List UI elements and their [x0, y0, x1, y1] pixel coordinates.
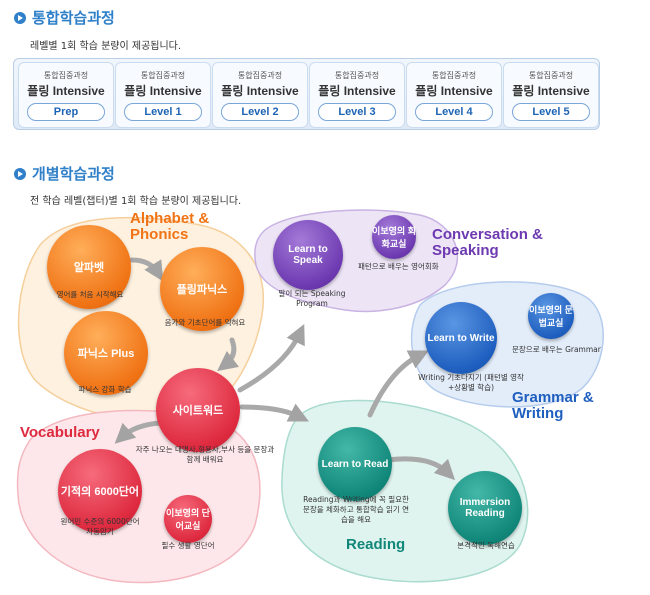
ibocafe-caption: 패턴으로 배우는 영어회화: [358, 262, 439, 271]
arrow-sightword-to-read: [239, 403, 309, 422]
ibocafe-node[interactable]: 이보영의 회화교실: [372, 215, 416, 259]
course-sub: 통합집중과정: [334, 71, 380, 80]
arrow-flingphonics-to-sightword: [217, 337, 240, 372]
course-level-button[interactable]: Level 2: [221, 103, 299, 121]
course-tab-level3[interactable]: 통합집중과정 플링 Intensive Level 3: [309, 62, 405, 128]
alphabet-phonics-label: Alphabet & Phonics: [130, 210, 210, 243]
grammarclass-caption: 문장으로 배우는 Grammar: [512, 345, 601, 354]
flingphonics-caption: 음가와 기초단어를 익혀요: [164, 318, 246, 327]
learning-path-diagram: Alphabet & Phonics Conversation & Speaki…: [0, 205, 650, 595]
learntowrite-caption: Writing 기초다지기 (패턴별 영작+상황별 학습): [418, 373, 524, 392]
sightword-caption: 자주 나오는 대명사,형용사,부사 등을 문장과 함께 배워요: [135, 445, 275, 464]
arrow-sightword-to-vocab: [114, 420, 163, 444]
course-tab-level2[interactable]: 통합집중과정 플링 Intensive Level 2: [212, 62, 308, 128]
sightword-node[interactable]: 사이트워드: [156, 368, 240, 452]
conversation-speaking-label: Conversation & Speaking: [432, 226, 543, 259]
miracle6000-node[interactable]: 기적의 6000단어: [58, 449, 142, 533]
course-level-button[interactable]: Level 5: [512, 103, 590, 121]
course-title: 플링 Intensive: [318, 84, 396, 98]
course-sub: 통합집중과정: [431, 71, 477, 80]
course-title: 플링 Intensive: [124, 84, 202, 98]
learntospeak-node[interactable]: Learn to Speak: [273, 220, 343, 290]
learntospeak-caption: 말이 되는 Speaking Program: [278, 289, 346, 308]
arrow-read-to-immersion: [385, 456, 456, 481]
phonicsplus-caption: 파닉스 강화 학습: [78, 385, 132, 394]
alphabet-node[interactable]: 알파벳: [47, 225, 131, 309]
individual-section-title: 개별학습과정: [14, 163, 115, 184]
individual-title-text: 개별학습과정: [32, 166, 115, 183]
integrated-title-text: 통합학습과정: [32, 10, 115, 27]
course-level-button[interactable]: Level 3: [318, 103, 396, 121]
course-level-button[interactable]: Level 4: [415, 103, 493, 121]
course-sub: 통합집중과정: [237, 71, 283, 80]
course-tab-level5[interactable]: 통합집중과정 플링 Intensive Level 5: [503, 62, 599, 128]
course-tab-level1[interactable]: 통합집중과정 플링 Intensive Level 1: [115, 62, 211, 128]
course-sub: 통합집중과정: [43, 71, 89, 80]
course-sub: 통합집중과정: [140, 71, 186, 80]
arrow-alphabet-to-flingphonics: [129, 257, 164, 282]
arrow-read-to-write: [367, 350, 429, 418]
course-level-button[interactable]: Prep: [27, 103, 105, 121]
play-circle-icon: [14, 167, 26, 180]
vocabclass-node[interactable]: 이보영의 단어교실: [164, 495, 212, 543]
grammarclass-node[interactable]: 이보영의 문법교실: [528, 293, 574, 339]
individual-description: 전 학습 레벨(챕터)별 1회 학습 분량이 제공됩니다.: [30, 196, 242, 207]
course-tab-level4[interactable]: 통합집중과정 플링 Intensive Level 4: [406, 62, 502, 128]
vocabulary-label: Vocabulary: [20, 424, 100, 441]
alphabet-caption: 영어를 처음 시작해요: [56, 290, 124, 299]
integrated-section-title: 통합학습과정: [14, 7, 115, 28]
learntowrite-node[interactable]: Learn to Write: [425, 302, 497, 374]
learntoread-caption: Reading과 Writing에 꼭 필요한 문장을 체화하고 통합학습 읽기…: [302, 495, 410, 524]
learntoread-node[interactable]: Learn to Read: [318, 427, 392, 501]
intensive-course-panel: 통합집중과정 플링 Intensive Prep 통합집중과정 플링 Inten…: [13, 58, 600, 130]
immersion-caption: 본격적인 독해연습: [457, 541, 515, 550]
course-title: 플링 Intensive: [27, 84, 105, 98]
course-title: 플링 Intensive: [221, 84, 299, 98]
immersion-node[interactable]: Immersion Reading: [448, 471, 522, 545]
arrow-sightword-to-speak: [237, 323, 305, 393]
flingphonics-node[interactable]: 플링파닉스: [160, 247, 244, 331]
reading-label: Reading: [346, 536, 406, 553]
course-title: 플링 Intensive: [512, 84, 590, 98]
integrated-description: 레벨별 1회 학습 분량이 제공됩니다.: [30, 41, 182, 52]
miracle6000-caption: 원어민 수준의 6000단어 자동암기: [60, 517, 140, 536]
course-sub: 통합집중과정: [528, 71, 574, 80]
phonicsplus-node[interactable]: 파닉스 Plus: [64, 311, 148, 395]
flow-arrows: [114, 257, 456, 481]
course-title: 플링 Intensive: [415, 84, 493, 98]
course-tab-prep[interactable]: 통합집중과정 플링 Intensive Prep: [18, 62, 114, 128]
course-level-button[interactable]: Level 1: [124, 103, 202, 121]
play-circle-icon: [14, 11, 26, 24]
vocabclass-caption: 필수 생활 영단어: [161, 541, 215, 550]
grammar-writing-label: Grammar & Writing: [512, 389, 594, 422]
